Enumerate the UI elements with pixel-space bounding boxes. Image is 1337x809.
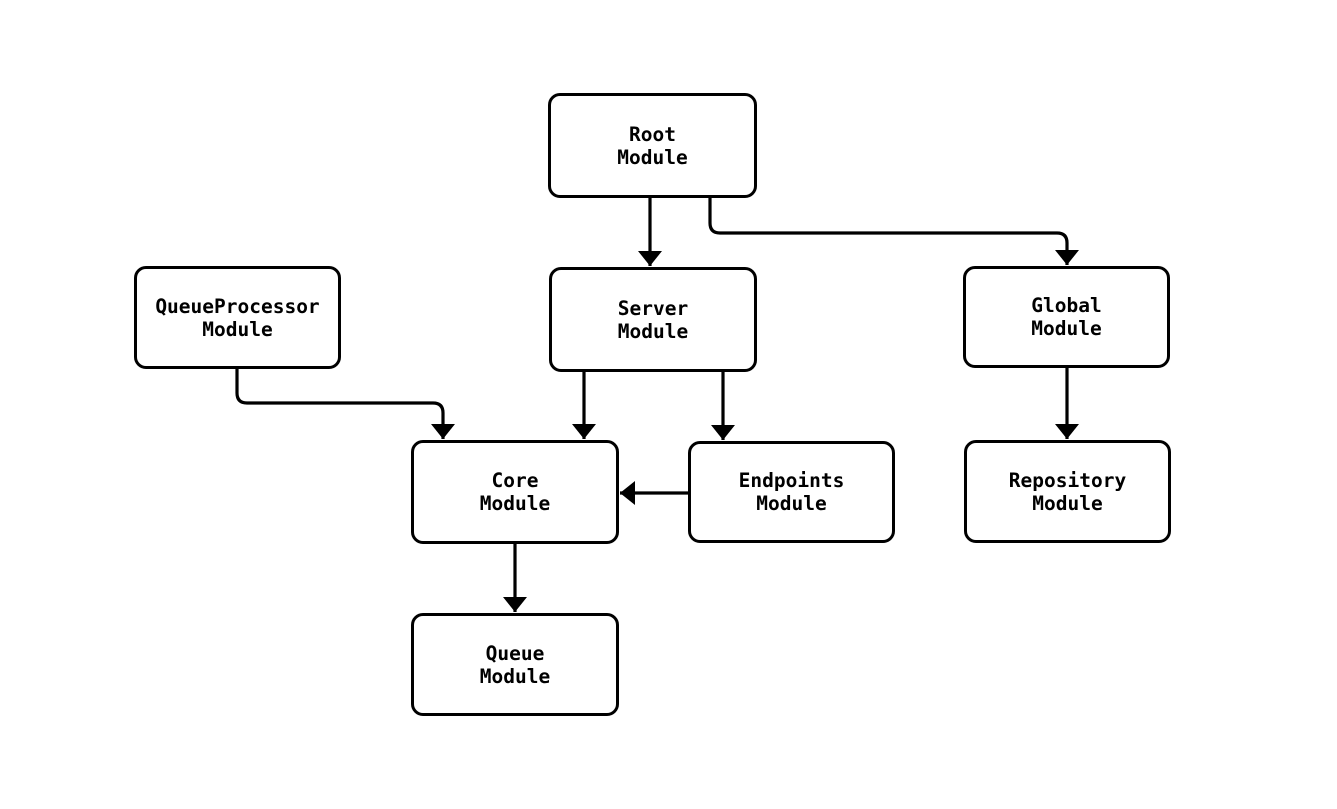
edge-root-to-global xyxy=(708,198,1079,265)
edge-queueprocessor-to-core xyxy=(235,369,455,439)
node-server-label-line-2: Module xyxy=(617,319,689,343)
node-repository-label-line-2: Module xyxy=(1032,491,1103,515)
node-root-label-line-1: Root xyxy=(629,122,676,146)
node-repository-label-line-1: Repository xyxy=(1008,468,1127,492)
node-queue-label-line-1: Queue xyxy=(485,641,545,665)
node-server-label-line-1: Server xyxy=(617,296,689,320)
node-queueprocessor-label-line-1: QueueProcessor xyxy=(155,294,320,318)
node-endpoints-label-line-2: Module xyxy=(756,492,827,515)
node-queueprocessor-label-line-2: Module xyxy=(202,317,273,341)
node-root-label-line-2: Module xyxy=(617,145,688,169)
node-core-label-line-2: Module xyxy=(479,492,551,515)
node-core-label-line-1: Core xyxy=(491,469,539,492)
node-queue-label-line-2: Module xyxy=(479,664,551,688)
node-endpoints-label-line-1: Endpoints xyxy=(738,469,845,492)
node-global-label-line-1: Global xyxy=(1031,294,1102,317)
edges-group xyxy=(235,198,1079,612)
node-global-label-line-2: Module xyxy=(1031,317,1102,340)
